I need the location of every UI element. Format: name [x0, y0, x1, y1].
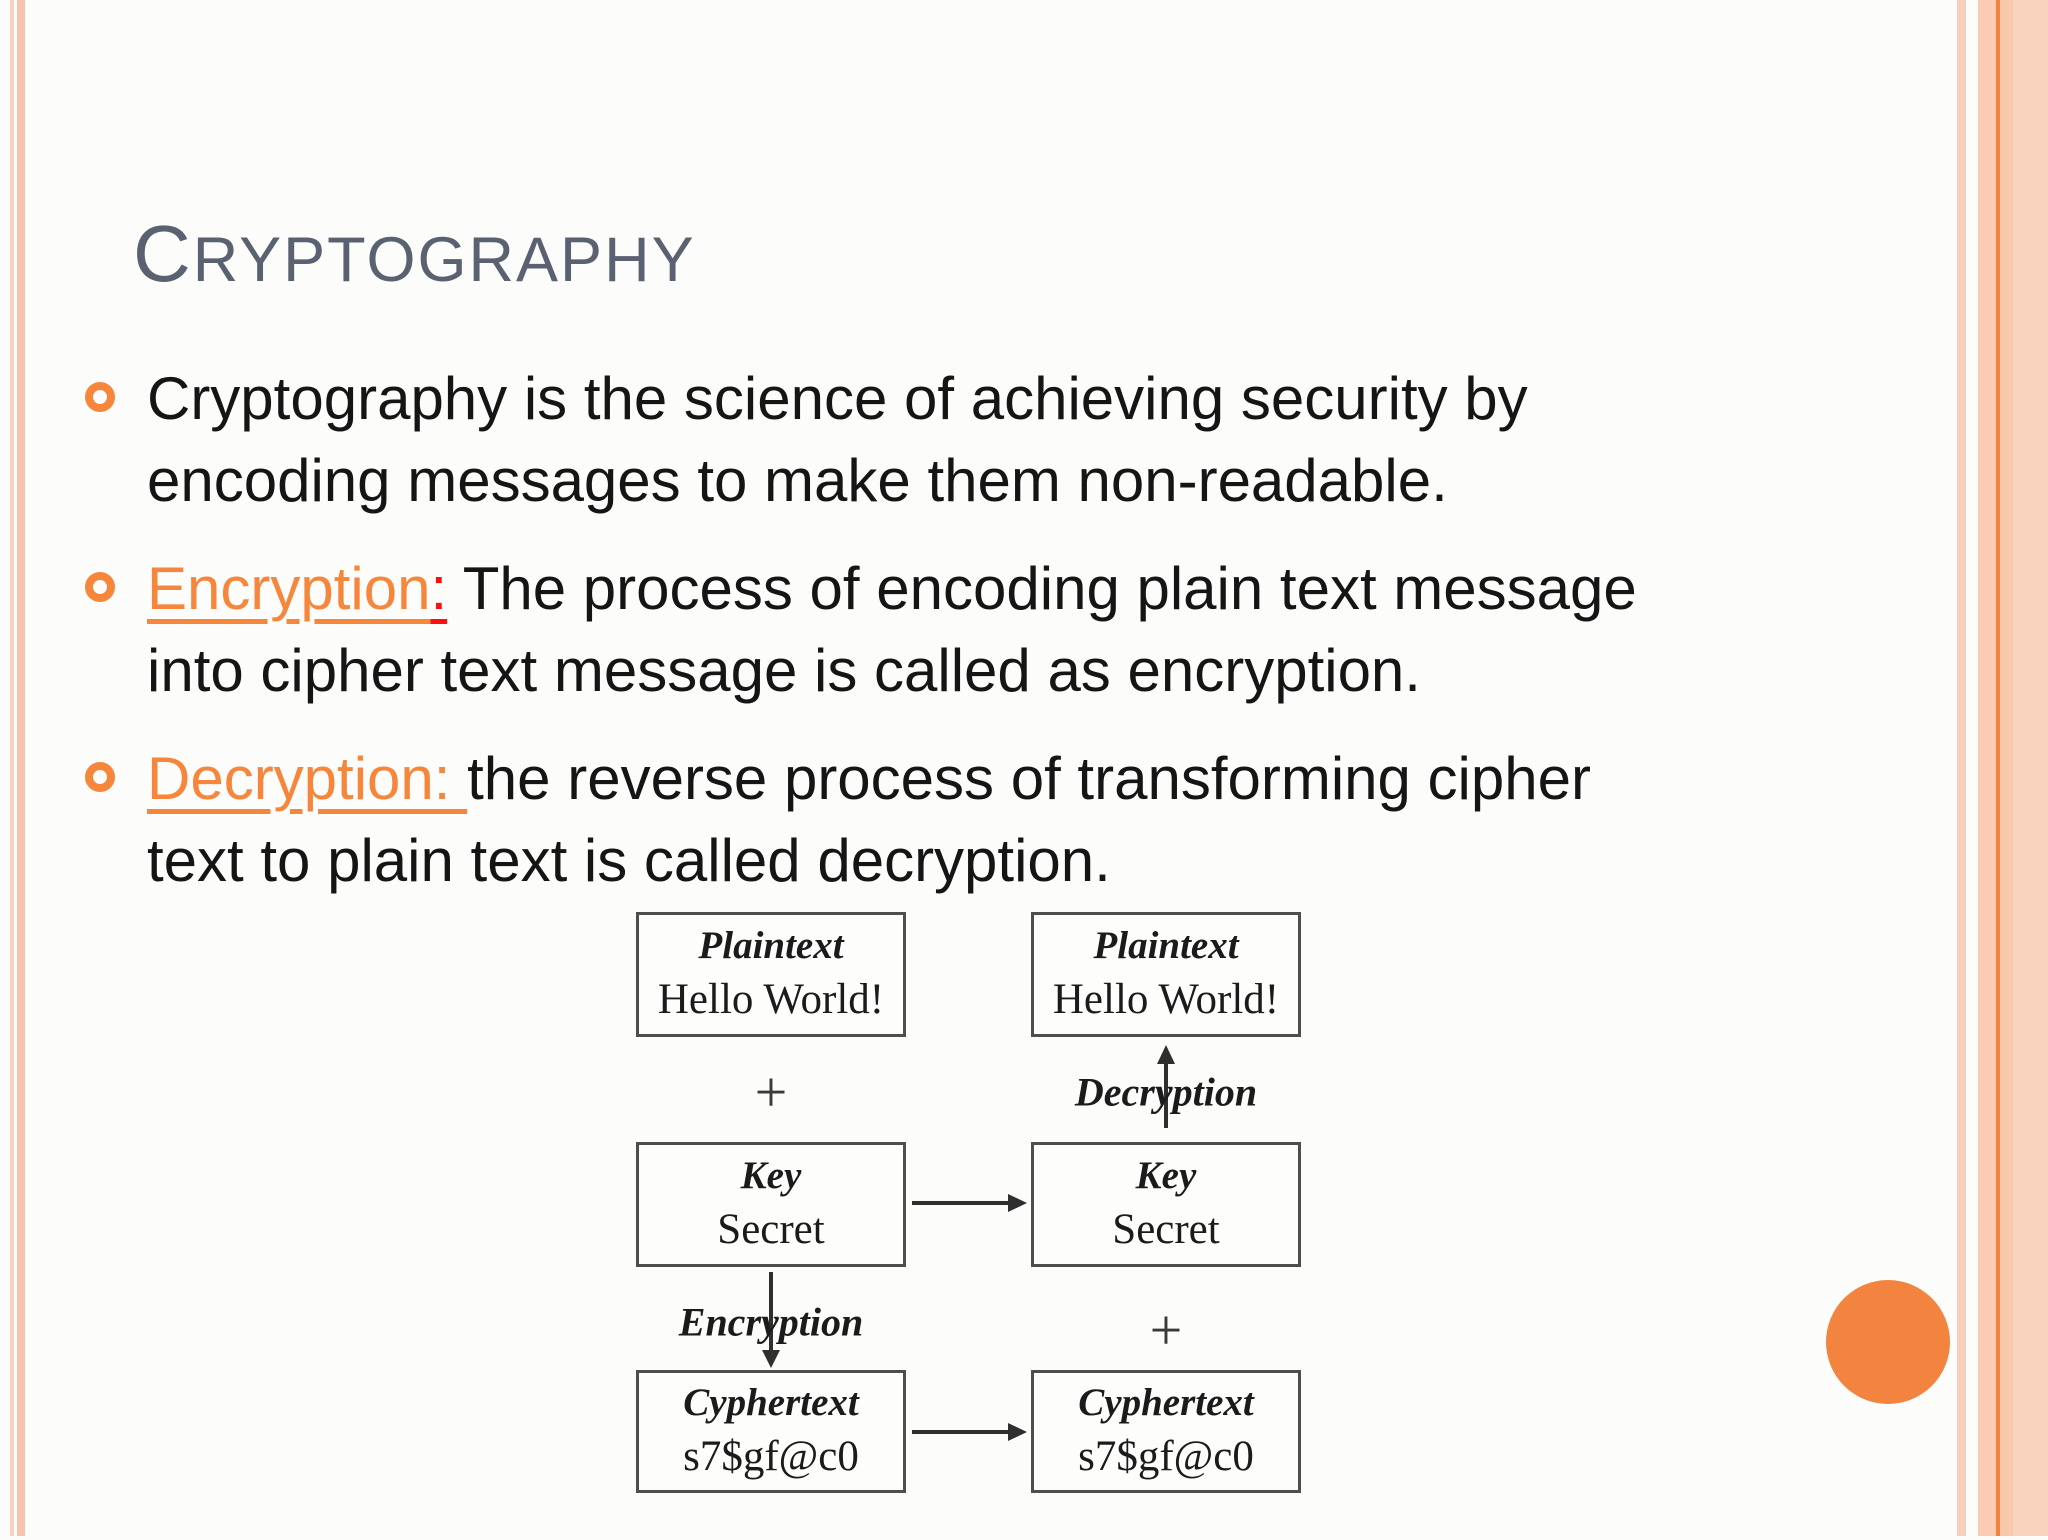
orange-circle-decoration — [1826, 1280, 1950, 1404]
plaintext-box-right: Plaintext Hello World! — [1031, 912, 1301, 1037]
bullet-ring-icon — [85, 572, 115, 602]
bullet-item-definition: Cryptography is the science of achieving… — [85, 358, 1885, 522]
bullet-rest: the reverse process of transforming ciph… — [467, 745, 1591, 812]
ciphertext-value: s7$gf@c0 — [1078, 1433, 1254, 1481]
plaintext-box-left: Plaintext Hello World! — [636, 912, 906, 1037]
bullet-ring-icon — [85, 762, 115, 792]
bullet-line-2: text to plain text is called decryption. — [147, 827, 1111, 894]
encryption-term: Encryption — [147, 555, 431, 622]
decryption-arrow-head — [1157, 1045, 1175, 1064]
encryption-term-colon: : — [430, 555, 448, 622]
key-label: Key — [740, 1154, 802, 1198]
bullet-line-1: Encryption: The process of encoding plai… — [147, 548, 1885, 630]
key-transfer-arrow-head — [1008, 1194, 1027, 1212]
key-value: Secret — [717, 1206, 825, 1254]
bullet-line-1: Cryptography is the science of achieving… — [147, 358, 1885, 440]
bullet-item-decryption: Decryption: the reverse process of trans… — [85, 738, 1885, 902]
encryption-process-label: Encryption — [678, 1299, 864, 1345]
key-box-right: Key Secret — [1031, 1142, 1301, 1267]
bullet-text: Cryptography is the science of achieving… — [147, 358, 1885, 522]
diagram-arrows — [762, 1045, 1175, 1441]
plaintext-value: Hello World! — [657, 976, 885, 1024]
ciphertext-box-left: Cyphertext s7$gf@c0 — [636, 1370, 906, 1493]
bullet-ring-icon — [85, 382, 115, 412]
right-border-band — [1978, 0, 2048, 1536]
left-border-stripe-outer — [10, 0, 14, 1536]
encryption-decryption-diagram: Plaintext Hello World! + Key Secret Encr… — [600, 890, 1360, 1540]
left-border-stripe-inner — [17, 0, 25, 1536]
plaintext-value: Hello World! — [1052, 976, 1280, 1024]
bullet-line-2: into cipher text message is called as en… — [147, 637, 1421, 704]
plus-sign-left: + — [754, 1059, 788, 1125]
slide-title-initial: C — [133, 209, 193, 298]
ciphertext-value: s7$gf@c0 — [683, 1433, 859, 1481]
bullet-text: Decryption: the reverse process of trans… — [147, 738, 1885, 902]
bullet-list: Cryptography is the science of achieving… — [85, 358, 1885, 928]
ciphertext-label: Cyphertext — [683, 1381, 859, 1425]
key-label: Key — [1135, 1154, 1197, 1198]
bullet-item-encryption: Encryption: The process of encoding plai… — [85, 548, 1885, 712]
bullet-text: Encryption: The process of encoding plai… — [147, 548, 1885, 712]
decryption-process-label: Decryption — [1074, 1069, 1258, 1115]
plaintext-label: Plaintext — [698, 924, 844, 968]
right-border-stripe-thin — [1957, 0, 1966, 1536]
ciphertext-transfer-arrow-head — [1008, 1423, 1027, 1441]
encryption-arrow-head — [762, 1350, 780, 1368]
slide-title-rest: RYPTOGRAPHY — [192, 225, 696, 295]
ciphertext-box-right: Cyphertext s7$gf@c0 — [1031, 1370, 1301, 1493]
slide-title: CRYPTOGRAPHY — [133, 214, 696, 294]
bullet-rest: Cryptography is the science of achieving… — [147, 365, 1528, 432]
plus-sign-right: + — [1149, 1297, 1183, 1363]
bullet-line-1: Decryption: the reverse process of trans… — [147, 738, 1885, 820]
decryption-term: Decryption: — [147, 745, 468, 812]
key-value: Secret — [1112, 1206, 1220, 1254]
bullet-line-2: encoding messages to make them non-reada… — [147, 447, 1448, 514]
ciphertext-label: Cyphertext — [1078, 1381, 1254, 1425]
key-box-left: Key Secret — [636, 1142, 906, 1267]
bullet-rest: The process of encoding plain text messa… — [447, 555, 1637, 622]
plaintext-label: Plaintext — [1093, 924, 1239, 968]
